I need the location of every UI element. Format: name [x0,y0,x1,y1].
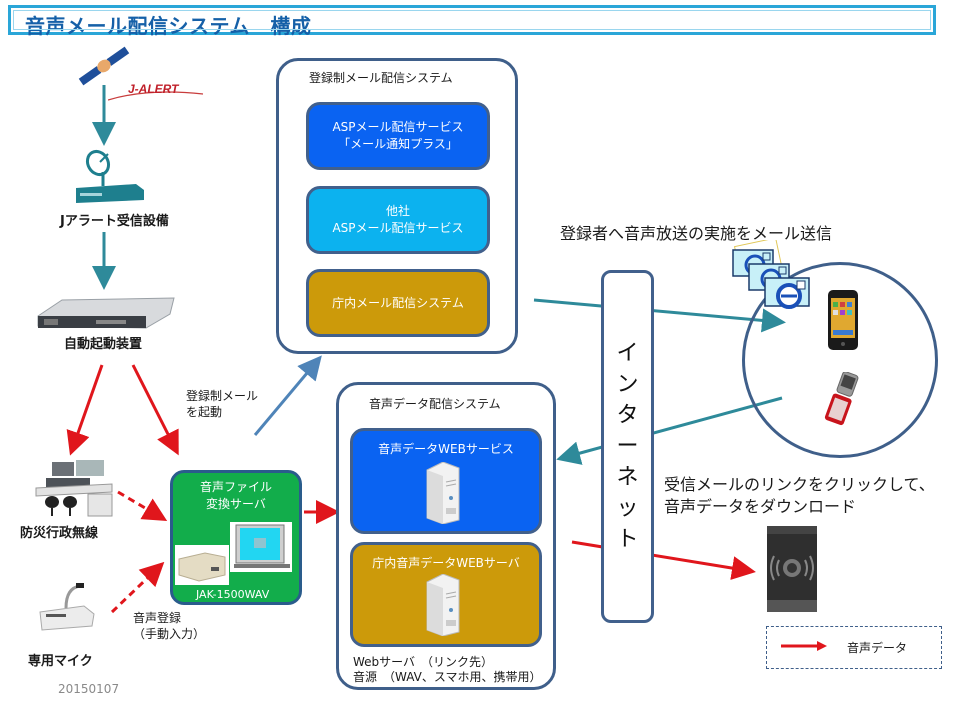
box-label: 「メール通知プラス」 [338,137,458,151]
internet-char: イ [616,341,639,366]
voice-data-system-title: 音声データ配信システム [369,397,501,411]
arrow-mail-to-phones [533,298,786,333]
internal-mail-system-box[interactable]: 庁内メール配信システム [306,269,490,337]
send-mail-notice: 登録者へ音声放送の実施をメール送信 [560,224,833,243]
legend: 音声データ [766,626,942,669]
internet-char: ト [616,527,639,552]
arrow-autostart-to-radio [66,364,104,456]
other-asp-mail-service-box[interactable]: 他社 ASPメール配信サービス [306,186,490,254]
conversion-server-subtitle: 変換サーバ [206,497,266,511]
arrow-phones-to-voice-system [556,396,783,465]
asp-mail-service-box[interactable]: ASPメール配信サービス 「メール通知プラス」 [306,102,490,170]
satellite-dish-receiver-icon [76,149,144,203]
box-label: 音声データWEBサービス [378,442,514,456]
arrow-radio-to-converter [117,490,168,522]
arrow-mic-to-converter [110,561,165,614]
note-line: 受信メールのリンクをクリックして、 [664,475,935,494]
legend-red-arrow-icon [781,641,827,651]
arrow-autostart-to-converter [131,364,179,456]
note-line: 登録制メール [186,389,259,403]
desk-microphone-icon [39,583,95,631]
note-line: （手動入力） [133,627,206,641]
disaster-radio-label: 防災行政無線 [20,526,99,541]
note-line: 音源 （WAV、スマホ用、携帯用） [353,670,542,684]
internet-char: ン [616,372,639,397]
voice-registration-note: 音声登録 （手動入力） [133,610,205,642]
legend-label: 音声データ [847,641,908,655]
internet-node[interactable]: イ ン タ ー ネ ッ ト [601,270,654,623]
server-tower-icon [426,462,460,524]
dedicated-mic-label: 専用マイク [28,654,93,669]
audio-player-icon[interactable] [767,526,817,612]
email-envelopes-icon [732,240,810,309]
start-registered-mail-note: 登録制メール を起動 [186,388,258,420]
internet-char: ッ [616,496,639,521]
arrow-converter-to-mail-system [253,355,322,436]
jalert-receiver-label: Jアラート受信設備 [60,214,169,229]
conversion-server-model: JAK-1500WAV [196,588,270,601]
arrow-voice-to-player [571,540,756,580]
note-line: 音声登録 [133,611,182,625]
voice-data-system-note: Webサーバ （リンク先） 音源 （WAV、スマホ用、携帯用） [353,655,542,685]
svg-text:J-ALERT: J-ALERT [128,82,180,96]
box-label: ASPメール配信サービス [332,120,464,134]
date-stamp: 20150107 [58,682,120,696]
server-tower-icon [426,574,460,636]
box-label: ASPメール配信サービス [332,221,464,235]
download-note: 受信メールのリンクをクリックして、 音声データをダウンロード [664,474,935,518]
conversion-device-icon [175,545,229,585]
box-label: 庁内メール配信システム [332,295,464,310]
rack-server-icon [37,297,175,329]
internet-char: タ [616,403,639,428]
smartphone-icon [828,290,858,350]
jalert-logo: J-ALERT [108,82,204,101]
registered-mail-system-title: 登録制メール配信システム [309,71,453,85]
monitor-icon [230,522,292,572]
auto-start-device-label: 自動起動装置 [64,337,143,352]
note-line: を起動 [186,405,223,419]
conversion-server-title: 音声ファイル [199,480,272,494]
note-line: Webサーバ （リンク先） [353,655,494,669]
satellite-icon [78,46,130,86]
flip-phone-icon [824,372,859,426]
note-line: 音声データをダウンロード [664,497,857,516]
title-bar: 音声メール配信システム 構成 [8,5,936,38]
box-label: 庁内音声データWEBサーバ [372,556,520,570]
recipient-devices-circle [742,262,938,458]
internet-char: ー [616,434,639,459]
box-label: 他社 [385,204,410,218]
control-console-icon [35,460,113,517]
internet-char: ネ [616,465,639,490]
